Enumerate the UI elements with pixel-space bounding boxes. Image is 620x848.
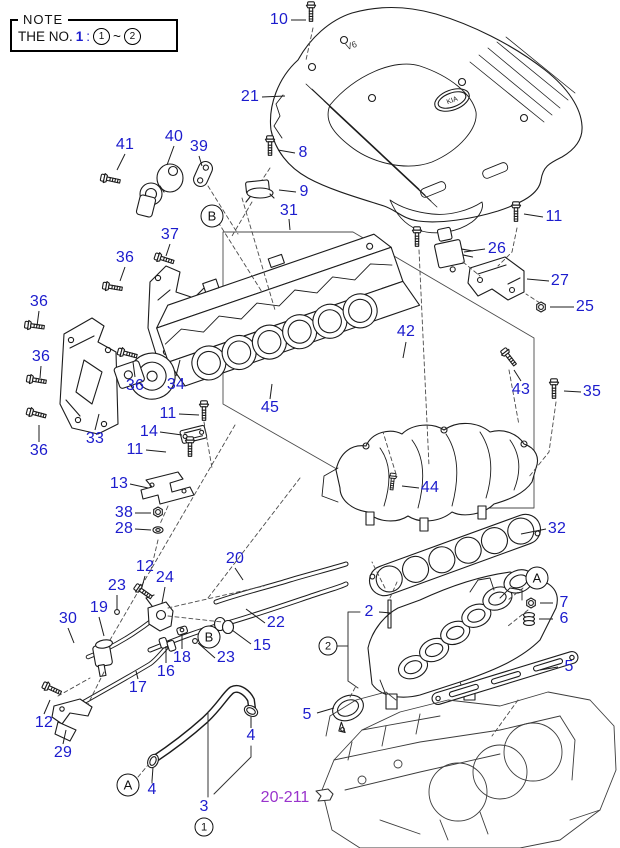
callout-36[interactable]: 36 — [125, 377, 145, 394]
marker-B: B — [200, 204, 224, 228]
callout-6[interactable]: 6 — [559, 610, 569, 627]
callout-36[interactable]: 36 — [115, 249, 135, 266]
callout-2[interactable]: 2 — [364, 603, 374, 620]
callout-41[interactable]: 41 — [115, 136, 135, 153]
note-range-from: 1 — [93, 28, 111, 45]
callout-35[interactable]: 35 — [582, 383, 602, 400]
marker-2: 2 — [318, 636, 338, 656]
callout-23[interactable]: 23 — [216, 649, 236, 666]
callout-28[interactable]: 28 — [114, 520, 134, 537]
callout-45[interactable]: 45 — [260, 399, 280, 416]
callout-8[interactable]: 8 — [298, 144, 308, 161]
callout-20[interactable]: 20 — [225, 550, 245, 567]
callout-17[interactable]: 17 — [128, 679, 148, 696]
callout-16[interactable]: 16 — [156, 663, 176, 680]
callout-42[interactable]: 42 — [396, 323, 416, 340]
callout-18[interactable]: 18 — [172, 649, 192, 666]
note-prefix: THE NO. — [18, 29, 73, 44]
note-colon: : — [86, 29, 91, 44]
callout-37[interactable]: 37 — [160, 226, 180, 243]
marker-A: A — [525, 566, 549, 590]
callout-36[interactable]: 36 — [31, 348, 51, 365]
callout-11[interactable]: 11 — [126, 441, 144, 458]
callout-31[interactable]: 31 — [279, 202, 299, 219]
note-box: NOTE THE NO. 1 : 1 ~ 2 — [10, 12, 178, 52]
callout-34[interactable]: 34 — [166, 376, 186, 393]
callout-22[interactable]: 22 — [266, 614, 286, 631]
callout-21[interactable]: 21 — [240, 88, 260, 105]
callout-38[interactable]: 38 — [114, 504, 134, 521]
callout-40[interactable]: 40 — [164, 128, 184, 145]
callout-5[interactable]: 5 — [564, 658, 574, 675]
note-number: 1 — [75, 29, 84, 44]
callout-4[interactable]: 4 — [246, 727, 256, 744]
callout-11[interactable]: 11 — [545, 208, 563, 225]
callout-26[interactable]: 26 — [487, 240, 507, 257]
callout-5[interactable]: 5 — [302, 706, 312, 723]
callout-24[interactable]: 24 — [155, 569, 175, 586]
marker-B: B — [197, 625, 221, 649]
callout-36[interactable]: 36 — [29, 293, 49, 310]
callout-9[interactable]: 9 — [299, 183, 309, 200]
callout-30[interactable]: 30 — [58, 610, 78, 627]
reference-link-20-211[interactable]: 20-211 — [260, 789, 310, 806]
callout-29[interactable]: 29 — [53, 744, 73, 761]
callout-43[interactable]: 43 — [511, 381, 531, 398]
note-tilde: ~ — [113, 29, 121, 44]
callout-12[interactable]: 12 — [34, 714, 54, 731]
callout-14[interactable]: 14 — [139, 423, 159, 440]
callout-33[interactable]: 33 — [85, 430, 105, 447]
note-range-to: 2 — [123, 28, 141, 45]
callout-27[interactable]: 27 — [550, 272, 570, 289]
callout-7[interactable]: 7 — [559, 594, 569, 611]
callout-32[interactable]: 32 — [547, 520, 567, 537]
callout-10[interactable]: 10 — [269, 11, 289, 28]
note-title: NOTE — [23, 12, 64, 27]
marker-A: A — [116, 773, 140, 797]
callout-11[interactable]: 11 — [159, 405, 177, 422]
marker-1: 1 — [194, 817, 214, 837]
callout-19[interactable]: 19 — [89, 599, 109, 616]
callout-4[interactable]: 4 — [147, 781, 157, 798]
callout-39[interactable]: 39 — [189, 138, 209, 155]
callout-3[interactable]: 3 — [199, 798, 209, 815]
callout-44[interactable]: 44 — [420, 479, 440, 496]
callout-13[interactable]: 13 — [109, 475, 129, 492]
callout-15[interactable]: 15 — [252, 637, 272, 654]
note-text: THE NO. 1 : 1 ~ 2 — [18, 28, 170, 45]
callout-23[interactable]: 23 — [107, 577, 127, 594]
callout-36[interactable]: 36 — [29, 442, 49, 459]
callout-12[interactable]: 12 — [135, 558, 155, 575]
callout-25[interactable]: 25 — [575, 298, 595, 315]
